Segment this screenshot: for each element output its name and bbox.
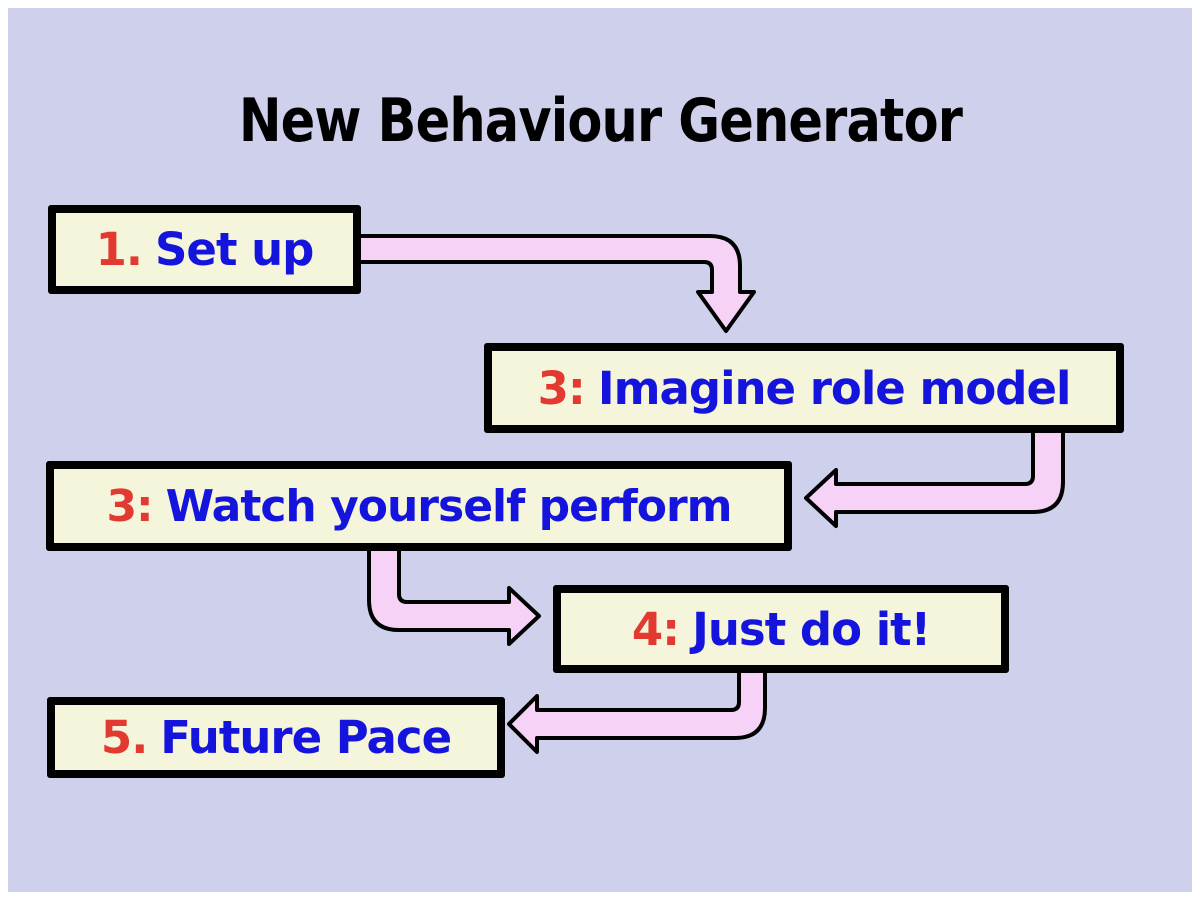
step-number: 3: [537,361,586,415]
step-number: 5. [100,711,148,764]
step-label: Watch yourself perform [165,480,733,532]
arrow-down-icon [353,234,756,333]
step-label: Future Pace [160,711,452,764]
arrow-right-icon [367,544,541,646]
step-label: Set up [155,223,314,276]
step-box-watch-yourself-perform: 3: Watch yourself perform [46,461,792,551]
page-title: New Behaviour Generator [8,86,1192,156]
step-label: Imagine role model [597,361,1072,415]
step-number: 4: [631,602,680,656]
page-title-text: New Behaviour Generator [238,86,962,156]
arrow-left-icon [804,426,1065,528]
step-box-just-do-it: 4: Just do it! [553,585,1009,673]
step-box-imagine-role-model: 3: Imagine role model [484,343,1124,433]
step-number: 1. [95,223,143,276]
step-label: Just do it! [692,602,931,656]
arrow-left-icon [507,666,767,754]
step-box-future-pace: 5. Future Pace [47,697,505,778]
step-box-set-up: 1. Set up [48,205,361,294]
step-number: 3: [106,480,153,532]
